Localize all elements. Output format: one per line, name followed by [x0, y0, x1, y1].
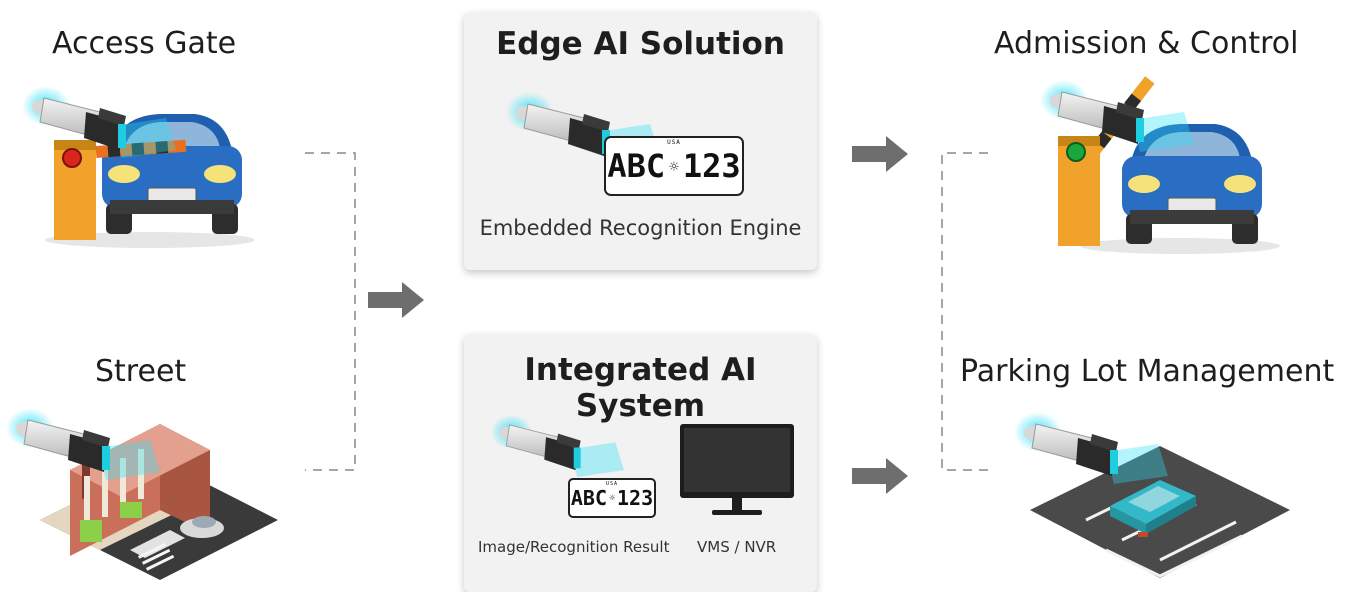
arrow-to-admission — [852, 136, 908, 172]
edge-ai-subtitle: Embedded Recognition Engine — [479, 216, 802, 240]
plate-state: USA — [605, 481, 619, 487]
parking-illustration — [1013, 411, 1290, 578]
admission-illustration — [1039, 76, 1280, 254]
access-gate-illustration — [21, 85, 255, 248]
edge-ai-card: Edge AI Solution USA ABC ☼ 123 Embedded … — [464, 12, 817, 270]
plate-separator: ☼ — [608, 492, 616, 504]
plate-left: ABC — [570, 486, 607, 510]
arrow-to-solutions — [368, 282, 424, 318]
edge-ai-title: Edge AI Solution — [496, 26, 785, 62]
arrow-to-parking — [852, 458, 908, 494]
integrated-ai-title: Integrated AI System — [524, 352, 757, 424]
result-label: Image/Recognition Result — [478, 538, 670, 556]
access-gate-label: Access Gate — [52, 26, 237, 61]
license-plate: USA ABC ☼ 123 — [604, 136, 744, 196]
plate-separator: ☼ — [669, 156, 679, 176]
monitor-icon — [680, 424, 794, 515]
parking-lot-label: Parking Lot Management — [960, 354, 1335, 389]
plate-right: 123 — [682, 147, 741, 185]
left-connector — [305, 152, 356, 471]
plate-left: ABC — [607, 147, 666, 185]
camera-icon — [490, 414, 625, 478]
plate-state: USA — [667, 139, 681, 146]
street-illustration — [5, 407, 278, 580]
vms-label: VMS / NVR — [697, 538, 777, 556]
admission-control-label: Admission & Control — [994, 26, 1299, 61]
right-connector — [941, 152, 988, 471]
plate-right: 123 — [617, 486, 654, 510]
integrated-ai-card: Integrated AI System USA ABC ☼ 123 Image… — [464, 334, 817, 592]
license-plate: USA ABC ☼ 123 — [568, 478, 656, 518]
street-label: Street — [95, 354, 187, 389]
